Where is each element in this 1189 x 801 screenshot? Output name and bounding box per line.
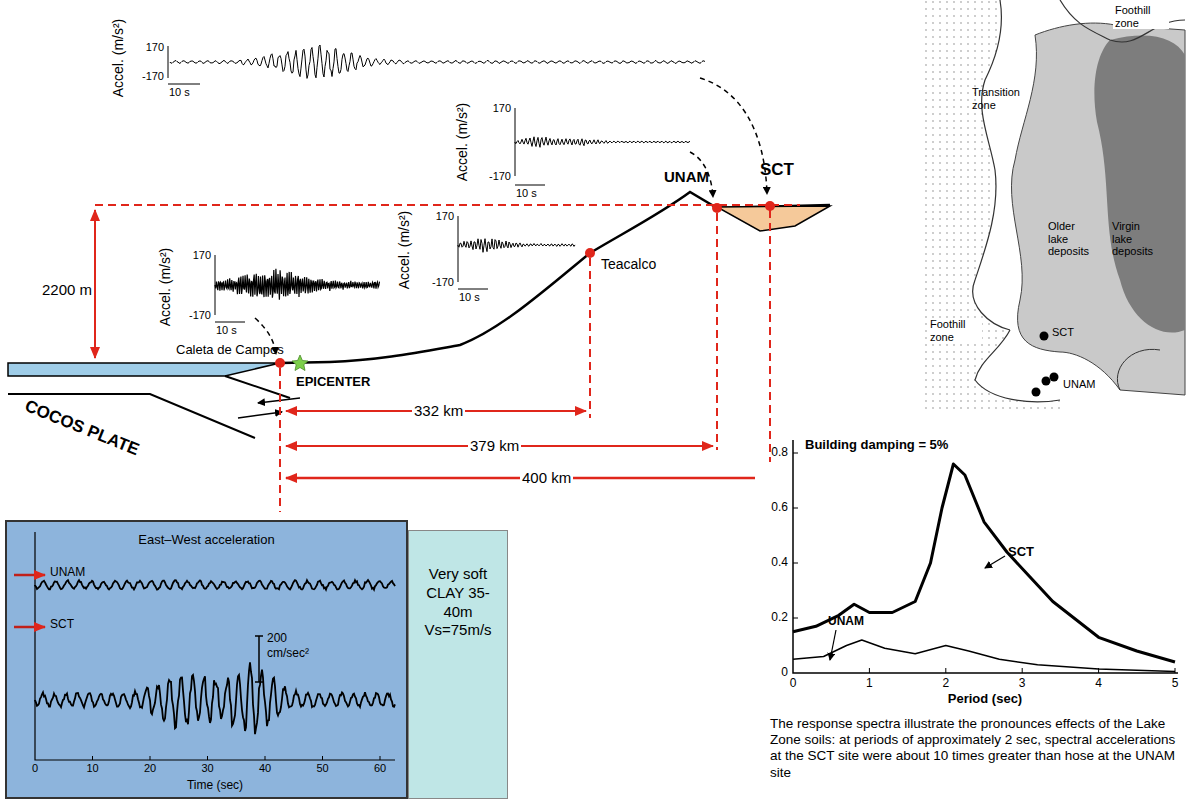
label: Foothill zone <box>928 318 982 343</box>
label: UNAM <box>828 615 864 629</box>
label: SCT <box>760 160 794 180</box>
label: 0.2 <box>771 611 788 625</box>
spectrum-curve <box>793 464 1175 662</box>
label: 0 <box>32 762 38 775</box>
label: Accel. (m/s²) <box>157 248 173 327</box>
soil-box: Very soft CLAY 35-40m Vs=75m/s <box>408 530 508 799</box>
label: Teacalco <box>601 256 656 272</box>
label: Accel. (m/s²) <box>396 211 412 290</box>
label: 4 <box>1095 677 1102 691</box>
label: Time (sec) <box>187 779 243 793</box>
label: 60 <box>374 762 386 775</box>
label: UNAM <box>664 168 709 185</box>
label: 0 <box>781 666 788 680</box>
accelerogram <box>215 269 380 300</box>
label: 10 s <box>516 187 537 200</box>
label: Accel. (m/s²) <box>454 103 470 182</box>
label: 5 <box>1172 677 1179 691</box>
label: SCT <box>1052 326 1074 339</box>
label: 170 <box>493 102 511 115</box>
label: 0 <box>790 677 797 691</box>
node-text: East–West acceleration <box>7 532 406 547</box>
label: EPICENTER <box>296 375 370 390</box>
label: -170 <box>432 276 454 289</box>
label: -170 <box>189 309 211 322</box>
label: -170 <box>142 70 164 83</box>
label: 10 s <box>169 86 190 99</box>
spectrum-curve <box>793 640 1175 672</box>
label: 10 s <box>216 324 237 337</box>
response-spectrum-chart <box>793 440 1178 673</box>
label: 30 <box>201 762 213 775</box>
label: cm/sec² <box>267 647 309 661</box>
label: 170 <box>193 249 211 262</box>
label: Foothill zone <box>1113 4 1169 29</box>
accelerogram <box>35 580 395 590</box>
label: SCT <box>1008 545 1034 560</box>
label: 50 <box>316 762 328 775</box>
label: 170 <box>436 210 454 223</box>
label: 0.4 <box>771 556 788 570</box>
cross-section <box>8 78 830 512</box>
label: 20 <box>144 762 156 775</box>
label: 1 <box>866 677 873 691</box>
record-panel: East–West acceleration <box>5 520 408 799</box>
clay-ground <box>408 530 508 799</box>
label: Accel. (m/s²) <box>110 19 126 98</box>
label: Caleta de Campos <box>176 343 284 358</box>
seismogram-axes <box>168 46 545 322</box>
traces <box>35 45 1175 734</box>
label: Older lake deposits <box>1048 220 1098 258</box>
panel-ground <box>5 520 408 799</box>
accelerogram <box>35 662 395 734</box>
label: 10 s <box>459 291 480 304</box>
label: 332 km <box>412 402 465 419</box>
label: 3 <box>1019 677 1026 691</box>
label: SCT <box>50 618 74 632</box>
label: 10 <box>86 762 98 775</box>
label: 40 <box>259 762 271 775</box>
panel-axes <box>14 532 395 760</box>
caption: The response spectra illustrate the pron… <box>770 716 1182 781</box>
label: 400 km <box>520 469 573 486</box>
label: UNAM <box>50 566 85 580</box>
label: UNAM <box>1063 378 1095 391</box>
label: Building damping = 5% <box>805 438 948 453</box>
label: 170 <box>146 41 164 54</box>
label: Transition zone <box>972 86 1032 111</box>
accelerogram <box>170 45 705 78</box>
label: 2 <box>942 677 949 691</box>
accelerogram <box>458 239 575 253</box>
label: 2200 m <box>40 281 94 298</box>
label: -170 <box>489 170 511 183</box>
label: 0.6 <box>771 501 788 515</box>
label: 200 <box>267 632 287 646</box>
label: Virgin lake deposits <box>1112 220 1162 258</box>
label: 0.8 <box>771 446 788 460</box>
zone-map <box>920 0 1185 410</box>
label: COCOS PLATE <box>22 396 142 460</box>
node-text: Very soft CLAY 35-40m Vs=75m/s <box>417 565 499 640</box>
accelerogram <box>515 137 690 148</box>
label: 379 km <box>468 437 521 454</box>
label: Period (sec) <box>948 692 1022 707</box>
